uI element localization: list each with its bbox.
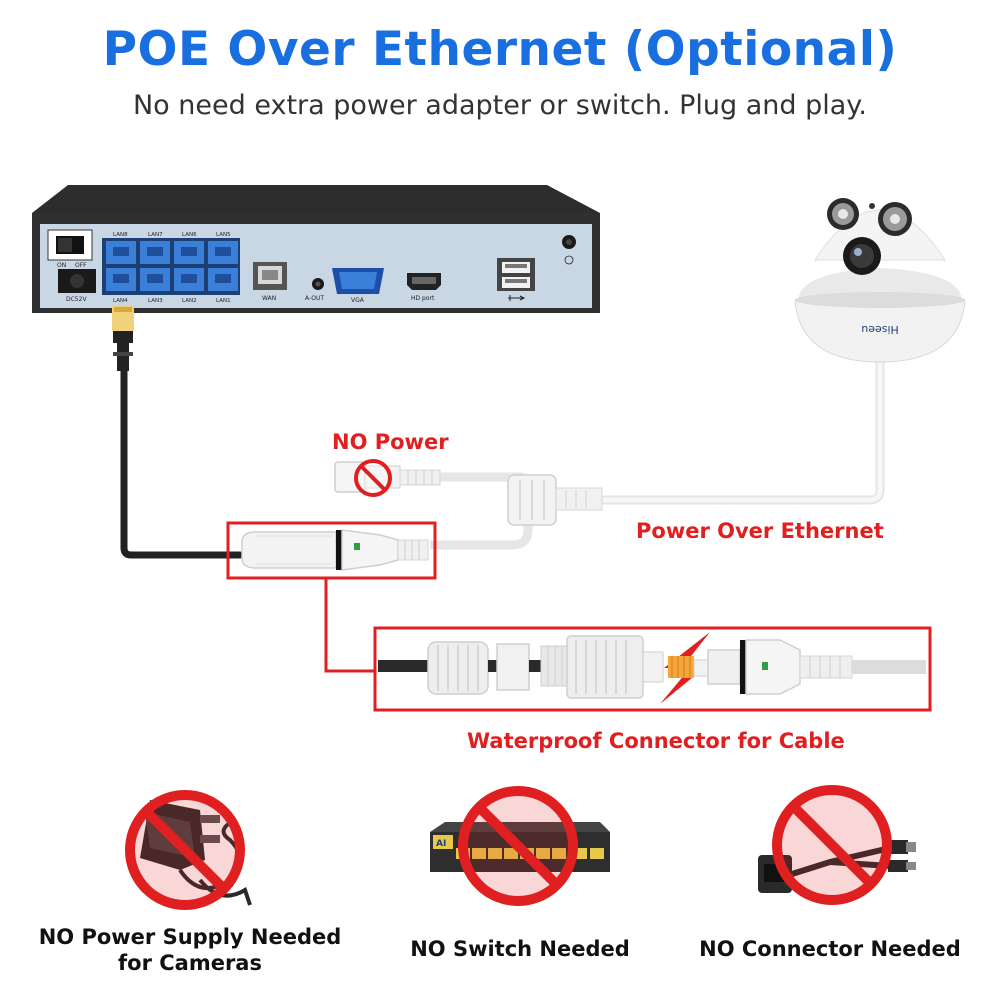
no-switch-label: NO Switch Needed (410, 937, 630, 961)
no-power-supply-label: NO Power Supply Needed for Cameras (20, 924, 360, 976)
lan-top-label: LAN7 (148, 232, 163, 238)
hdmi-label: HD port (411, 295, 435, 302)
camera-brand-logo: Hiseeu (861, 323, 899, 336)
nvr-recorder: ON OFF DC52V LAN8 LAN7 LAN6 LAN5 (32, 185, 600, 313)
lan-bottom-label: LAN2 (182, 298, 197, 304)
no-power-prohibited-icon (354, 459, 392, 497)
wan-label: WAN (262, 295, 276, 302)
vga-label: VGA (351, 297, 365, 304)
waterproof-connector (378, 632, 926, 704)
no-connector-prohibited-icon (772, 785, 892, 905)
switch-on-label: ON (57, 262, 66, 269)
poe-label: Power Over Ethernet (636, 519, 884, 543)
poe-connector (241, 529, 429, 571)
lan-top-label: LAN8 (113, 232, 128, 238)
injector-highlight-box (226, 521, 437, 580)
switch-brand-label: AI (436, 839, 446, 849)
no-power-supply-prohibited-icon (125, 790, 245, 910)
lan-bottom-label: LAN1 (216, 298, 231, 304)
ground-icon (564, 255, 574, 265)
no-power-label: NO Power (332, 430, 449, 454)
lan-bottom-label: LAN4 (113, 298, 128, 304)
lan-bottom-label: LAN3 (148, 298, 163, 304)
audio-out-label: A-OUT (305, 295, 324, 302)
usb-icon (508, 295, 526, 301)
power-port-label: DC52V (66, 296, 87, 303)
camera-cable (600, 350, 885, 505)
poe-splitter-connector-icon (758, 840, 916, 893)
rj45-plug-icon (112, 305, 134, 371)
ethernet-cable (120, 366, 244, 559)
no-power-supply-line2: for Cameras (118, 951, 262, 975)
page-subtitle: No need extra power adapter or switch. P… (132, 90, 868, 121)
switch-off-label: OFF (75, 262, 87, 269)
lan-top-label: LAN6 (182, 232, 197, 238)
lan-port-group: LAN8 LAN7 LAN6 LAN5 LAN4 (102, 232, 240, 304)
red-link-line (324, 578, 375, 673)
page-title: POE Over Ethernet (Optional) (102, 22, 898, 77)
waterproof-label: Waterproof Connector for Cable (467, 729, 845, 753)
no-connector-label: NO Connector Needed (699, 937, 961, 961)
dome-camera: Hiseeu (794, 198, 966, 363)
lan-top-label: LAN5 (216, 232, 231, 238)
injector-cable (430, 515, 533, 550)
no-power-supply-line1: NO Power Supply Needed (38, 925, 342, 949)
no-switch-prohibited-icon (458, 786, 578, 906)
